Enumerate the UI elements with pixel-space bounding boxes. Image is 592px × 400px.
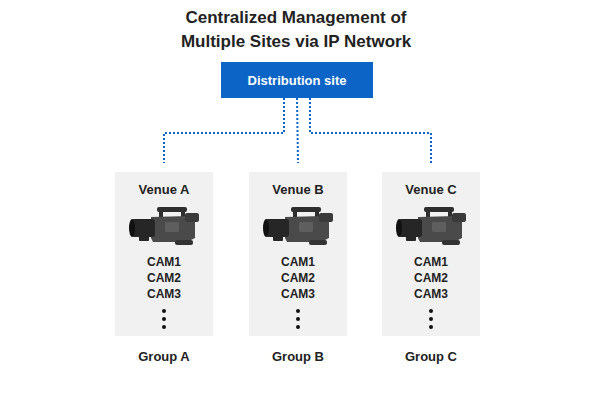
camera-illustration — [129, 207, 199, 245]
network-link — [297, 98, 298, 163]
ellipsis-dot — [429, 325, 433, 329]
node-label: Distribution site — [248, 73, 347, 88]
group-label: Group C — [372, 348, 490, 366]
camera-illustration — [396, 207, 466, 245]
camera-label: CAM2 — [239, 270, 357, 286]
camera-label: CAM1 — [372, 254, 490, 270]
camera-label: CAM2 — [105, 270, 223, 286]
ellipsis-dot — [296, 325, 300, 329]
venue-heading: Venue B — [239, 181, 357, 199]
camera-label: CAM1 — [239, 254, 357, 270]
network-link — [164, 98, 284, 163]
group-label: Group B — [239, 348, 357, 366]
venue-heading: Venue C — [372, 181, 490, 199]
diagram-title: Centralized Management of Multiple Sites… — [161, 6, 431, 54]
group-label: Group A — [105, 348, 223, 366]
ellipsis-dot — [162, 325, 166, 329]
venue-box: Venue BCAM1CAM2CAM3Group B — [249, 172, 347, 336]
camera-label: CAM2 — [372, 270, 490, 286]
camera-label: CAM1 — [105, 254, 223, 270]
venue-box: Venue CCAM1CAM2CAM3Group C — [382, 172, 480, 336]
camera-illustration — [263, 207, 333, 245]
venue-heading: Venue A — [105, 181, 223, 199]
ellipsis-dot — [162, 309, 166, 313]
network-link — [310, 98, 431, 163]
ellipsis-dot — [429, 309, 433, 313]
ellipsis-dot — [429, 317, 433, 321]
camera-label: CAM3 — [239, 286, 357, 302]
camera-label: CAM3 — [372, 286, 490, 302]
venue-box: Venue ACAM1CAM2CAM3Group A — [115, 172, 213, 336]
ellipsis-dot — [296, 309, 300, 313]
ellipsis-dot — [162, 317, 166, 321]
ellipsis-dot — [296, 317, 300, 321]
distribution-box: Distribution site — [221, 62, 373, 98]
camera-label: CAM3 — [105, 286, 223, 302]
